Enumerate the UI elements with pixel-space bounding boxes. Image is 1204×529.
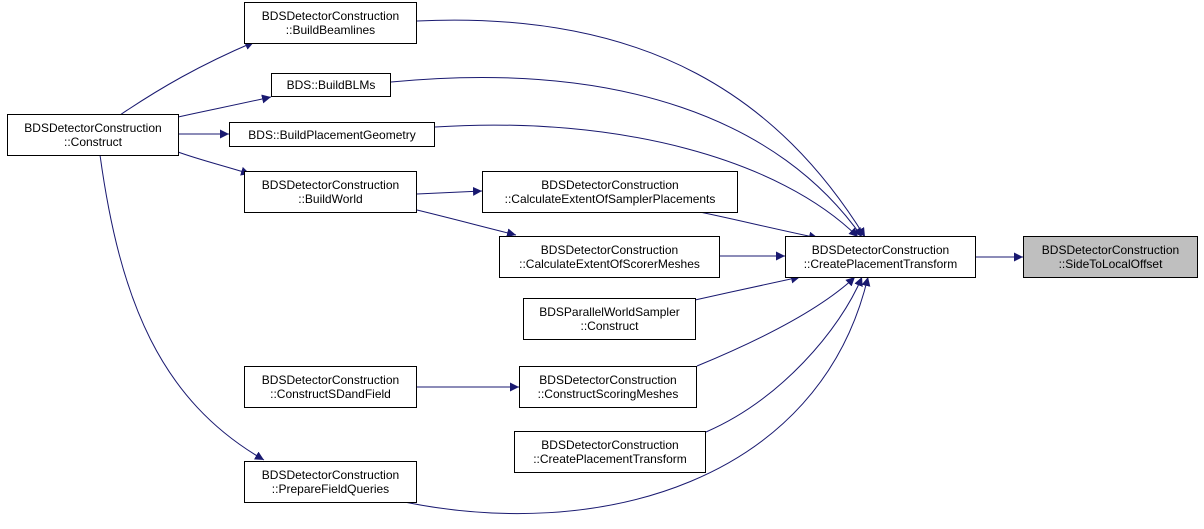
node-build-placement-geometry-line1: BDS::BuildPlacementGeometry <box>248 127 416 142</box>
node-construct-scoring-meshes[interactable]: BDSDetectorConstruction ::ConstructScori… <box>519 366 697 408</box>
edge-buildblms-to-createplacementtransform <box>390 77 863 238</box>
edge-buildworld-to-calcsampler <box>416 186 483 196</box>
edge-constructscoringmeshes-to-createplacementtransform <box>696 276 856 367</box>
node-construct[interactable]: BDSDetectorConstruction ::Construct <box>7 114 179 156</box>
node-side-to-local-offset-line1: BDSDetectorConstruction <box>1041 243 1180 257</box>
node-side-to-local-offset-line2: ::SideToLocalOffset <box>1058 257 1163 271</box>
edge-buildbeamlines-to-createplacementtransform <box>416 19 866 238</box>
node-construct-sd-field-line1: BDSDetectorConstruction <box>261 373 400 387</box>
node-build-world-line2: ::BuildWorld <box>298 192 363 206</box>
node-create-placement-transform-line1: BDSDetectorConstruction <box>811 243 950 257</box>
node-build-blms-line1: BDS::BuildBLMs <box>286 78 376 92</box>
node-parallel-world-sampler-line1: BDSParallelWorldSampler <box>539 305 680 319</box>
node-create-placement-transform-line2: ::CreatePlacementTransform <box>803 257 958 271</box>
node-calc-extent-scorer-line2: ::CalculateExtentOfScorerMeshes <box>519 257 700 271</box>
edge-construct-to-buildworld <box>177 151 251 176</box>
edge-construct-to-buildblms <box>177 94 272 118</box>
node-construct-line2: ::Construct <box>63 135 123 149</box>
node-create-placement-transform-lower-line1: BDSDetectorConstruction <box>541 438 679 452</box>
node-build-beamlines-line2: ::BuildBeamlines <box>285 23 376 37</box>
node-build-beamlines-line1: BDSDetectorConstruction <box>261 9 400 23</box>
node-construct-sd-field[interactable]: BDSDetectorConstruction ::ConstructSDand… <box>244 366 417 408</box>
edge-preparefieldqueries-to-createplacementtransform <box>394 276 871 515</box>
edge-calcsampler-to-createplacementtransform <box>689 209 819 241</box>
node-create-placement-transform-lower[interactable]: BDSDetectorConstruction ::CreatePlacemen… <box>514 431 706 473</box>
node-parallel-world-sampler-line2: ::Construct <box>580 319 639 333</box>
edge-buildworld-to-calcscorer <box>416 209 517 238</box>
edge-createplacementtransformlower-to-createplacementtransform <box>705 276 863 433</box>
node-side-to-local-offset[interactable]: BDSDetectorConstruction ::SideToLocalOff… <box>1023 236 1198 278</box>
node-calc-extent-sampler-line2: ::CalculateExtentOfSamplerPlacements <box>504 192 716 206</box>
node-prepare-field-queries-line1: BDSDetectorConstruction <box>261 468 400 482</box>
node-prepare-field-queries-line2: ::PrepareFieldQueries <box>271 482 390 496</box>
node-calc-extent-sampler-line1: BDSDetectorConstruction <box>541 178 679 192</box>
node-build-blms[interactable]: BDS::BuildBLMs <box>271 73 391 97</box>
node-construct-sd-field-line2: ::ConstructSDandField <box>270 387 391 401</box>
node-calc-extent-scorer[interactable]: BDSDetectorConstruction ::CalculateExten… <box>499 236 720 278</box>
node-prepare-field-queries[interactable]: BDSDetectorConstruction ::PrepareFieldQu… <box>244 461 417 503</box>
node-parallel-world-sampler[interactable]: BDSParallelWorldSampler ::Construct <box>523 298 696 340</box>
node-build-placement-geometry[interactable]: BDS::BuildPlacementGeometry <box>229 122 435 147</box>
edge-construct-to-preparefieldqueries <box>99 154 265 461</box>
node-build-world[interactable]: BDSDetectorConstruction ::BuildWorld <box>244 171 417 213</box>
node-create-placement-transform[interactable]: BDSDetectorConstruction ::CreatePlacemen… <box>785 236 976 278</box>
node-construct-line1: BDSDetectorConstruction <box>24 121 162 135</box>
node-calc-extent-sampler[interactable]: BDSDetectorConstruction ::CalculateExten… <box>482 171 738 213</box>
edge-buildplacementgeometry-to-createplacementtransform <box>434 124 859 238</box>
node-build-beamlines[interactable]: BDSDetectorConstruction ::BuildBeamlines <box>244 2 417 44</box>
edge-construct-to-buildbeamlines <box>119 41 255 116</box>
edge-parallelworldsampler-to-createplacementtransform <box>694 274 801 301</box>
node-create-placement-transform-lower-line2: ::CreatePlacementTransform <box>533 452 687 466</box>
node-build-world-line1: BDSDetectorConstruction <box>261 178 400 192</box>
node-construct-scoring-meshes-line2: ::ConstructScoringMeshes <box>537 387 679 401</box>
node-calc-extent-scorer-line1: BDSDetectorConstruction <box>540 243 679 257</box>
node-construct-scoring-meshes-line1: BDSDetectorConstruction <box>539 373 677 387</box>
